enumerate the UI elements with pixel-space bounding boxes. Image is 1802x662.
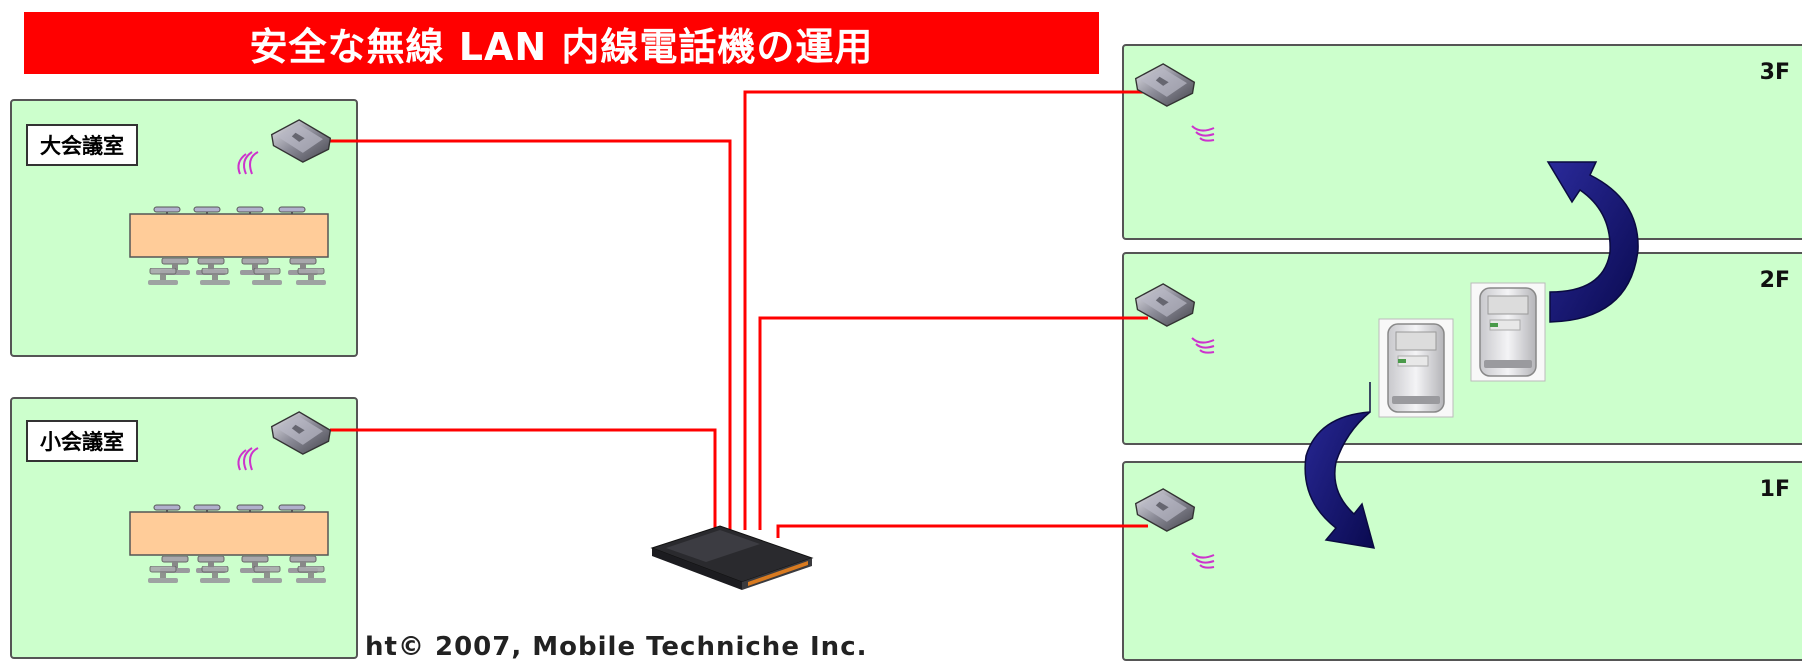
room-label-small: 小会議室: [26, 420, 138, 462]
cable-3f: [743, 90, 1148, 530]
room-small-conference: 小会議室: [10, 397, 358, 659]
cable-1f: [776, 524, 1148, 538]
copyright-text: ht© 2007, Mobile Techniche Inc.: [365, 632, 868, 662]
cable-large-room: [330, 139, 732, 530]
cable-2f: [758, 316, 1148, 530]
floor-label-3f: 3F: [1759, 60, 1790, 85]
floor-label-2f: 2F: [1759, 268, 1790, 293]
room-label-large: 大会議室: [26, 124, 138, 166]
network-switch-icon: [650, 525, 814, 590]
cable-small-room: [330, 428, 717, 530]
title-banner: 安全な無線 LAN 内線電話機の運用: [24, 12, 1099, 74]
floor-label-1f: 1F: [1759, 477, 1790, 502]
floor-3f: 3F: [1122, 44, 1802, 240]
room-large-conference: 大会議室: [10, 99, 358, 357]
floor-1f: 1F: [1122, 461, 1802, 661]
floor-2f: 2F: [1122, 252, 1802, 445]
lan-cables: [330, 90, 1148, 538]
